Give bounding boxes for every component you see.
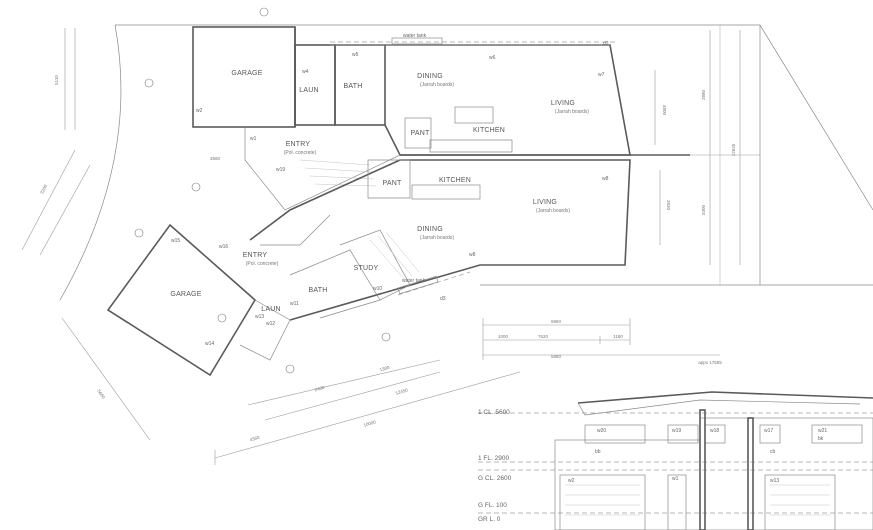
tag-w8-lower: w8 xyxy=(469,252,476,258)
room-label-kitchen-lower: KITCHEN xyxy=(439,177,471,184)
tag-w10-lower: w10 xyxy=(373,286,382,292)
room-sub-entry-upper: (Pol. concrete) xyxy=(284,150,317,156)
water-tank-lower xyxy=(397,275,439,295)
elev-tag-w18: w18 xyxy=(710,428,719,434)
room-label-pant-upper: PANT xyxy=(411,130,430,137)
lower-unit-walls xyxy=(106,154,690,377)
tag-w11-lower: w11 xyxy=(290,301,299,307)
dim-1000: 1000 xyxy=(498,334,509,339)
tag-w4-upper: w4 xyxy=(302,69,309,75)
tag-water-tank-upper: water tank xyxy=(403,33,427,39)
tag-w13-lower: w13 xyxy=(255,314,264,320)
elev-tag-w20: w20 xyxy=(597,428,606,434)
room-sub-dining-upper: (Jarrah boards) xyxy=(420,82,455,88)
elev-tag-cb: cb xyxy=(770,449,776,455)
elev-tag-w19: w19 xyxy=(672,428,681,434)
room-label-living-upper: LIVING xyxy=(551,100,575,107)
tag-d2-upper: d2 xyxy=(603,41,609,47)
dim-1180: 1180 xyxy=(613,334,623,339)
dim-6860: 6860 xyxy=(551,319,562,324)
tag-w8-upper: w8 xyxy=(602,176,609,182)
tag-water-tank-lower: water tank xyxy=(402,278,426,284)
dim-4800: 4800 xyxy=(662,105,667,116)
room-sub-living-upper: (Jarrah boards) xyxy=(555,109,590,115)
water-tank-upper xyxy=(391,37,443,45)
dimension-lines xyxy=(21,28,760,465)
section-markers xyxy=(134,7,391,374)
tag-w16-lower: w16 xyxy=(219,244,228,250)
tag-w12-lower: w12 xyxy=(266,321,275,327)
upper-unit-walls xyxy=(192,26,631,211)
dim-2880: 2880 xyxy=(701,89,706,100)
dim-3300: 3300 xyxy=(701,204,706,215)
tag-w19-lower: w19 xyxy=(276,167,285,173)
room-sub-dining-lower: (Jarrah boards) xyxy=(420,235,455,241)
dim-appx-17555: appx 17555 xyxy=(698,360,722,365)
elev-tag-w21: w21 xyxy=(818,428,827,434)
dim-12625: 12625 xyxy=(731,143,736,156)
dim-10000: 10000 xyxy=(363,419,377,427)
dim-2400: 2400 xyxy=(314,385,325,393)
room-label-laun-lower: LAUN xyxy=(261,306,280,313)
room-label-entry-upper: ENTRY xyxy=(286,141,311,148)
site-boundary xyxy=(59,24,873,301)
tag-w5-upper: w5 xyxy=(352,52,359,58)
level-gr-l: GR L. 0 xyxy=(478,516,501,523)
room-label-dining-lower: DINING xyxy=(417,226,443,233)
dim-5110: 5110 xyxy=(54,75,59,85)
elev-tag-bk: bk xyxy=(818,436,824,442)
dim-4360: 4360 xyxy=(249,435,260,443)
room-label-bath-upper: BATH xyxy=(344,83,363,90)
room-sub-living-lower: (Jarrah boards) xyxy=(536,208,571,214)
dim-3200: 3200 xyxy=(39,183,48,195)
level-1-fl: 1 FL. 2900 xyxy=(478,455,509,462)
room-label-study-lower: STUDY xyxy=(354,265,379,272)
dim-7620: 7620 xyxy=(538,334,549,339)
room-label-bath-lower: BATH xyxy=(309,287,328,294)
level-1-cl: 1 CL. 5600 xyxy=(478,409,510,416)
elev-tag-w13: w13 xyxy=(770,478,779,484)
room-label-garage-lower: GARAGE xyxy=(170,291,201,298)
tag-w1-upper: w1 xyxy=(250,136,257,142)
dim-3930: 3930 xyxy=(666,200,671,211)
elev-tag-w17: w17 xyxy=(764,428,773,434)
room-label-entry-lower: ENTRY xyxy=(243,252,268,259)
elev-tag-bb: bb xyxy=(595,449,601,455)
room-label-dining-upper: DINING xyxy=(417,73,443,80)
level-g-cl: G CL. 2600 xyxy=(478,475,512,482)
elev-tag-w1: w1 xyxy=(672,476,679,482)
room-label-pant-lower: PANT xyxy=(383,180,402,187)
tag-w2-upper: w2 xyxy=(196,108,203,114)
tag-w14-lower: w14 xyxy=(205,341,214,347)
level-g-fl: G FL. 100 xyxy=(478,502,507,509)
room-label-laun-upper: LAUN xyxy=(299,87,318,94)
dim-5980: 5980 xyxy=(551,354,562,359)
tag-w15-lower: w15 xyxy=(171,238,180,244)
dim-12450: 12450 xyxy=(395,387,409,395)
dim-5660: 5660 xyxy=(96,389,106,400)
room-sub-entry-lower: (Pol. concrete) xyxy=(246,261,279,267)
room-label-garage-upper: GARAGE xyxy=(231,70,262,77)
tag-d3-lower: d3 xyxy=(440,296,446,302)
dim-3560: 3560 xyxy=(210,156,221,161)
tag-w7-upper: w7 xyxy=(598,72,605,78)
elevation-drawing xyxy=(478,391,873,530)
room-label-kitchen-upper: KITCHEN xyxy=(473,127,505,134)
room-label-living-lower: LIVING xyxy=(533,199,557,206)
dim-1300: 1300 xyxy=(379,365,390,373)
elev-tag-w2: w2 xyxy=(568,478,575,484)
tag-w6-upper: w6 xyxy=(489,55,496,61)
